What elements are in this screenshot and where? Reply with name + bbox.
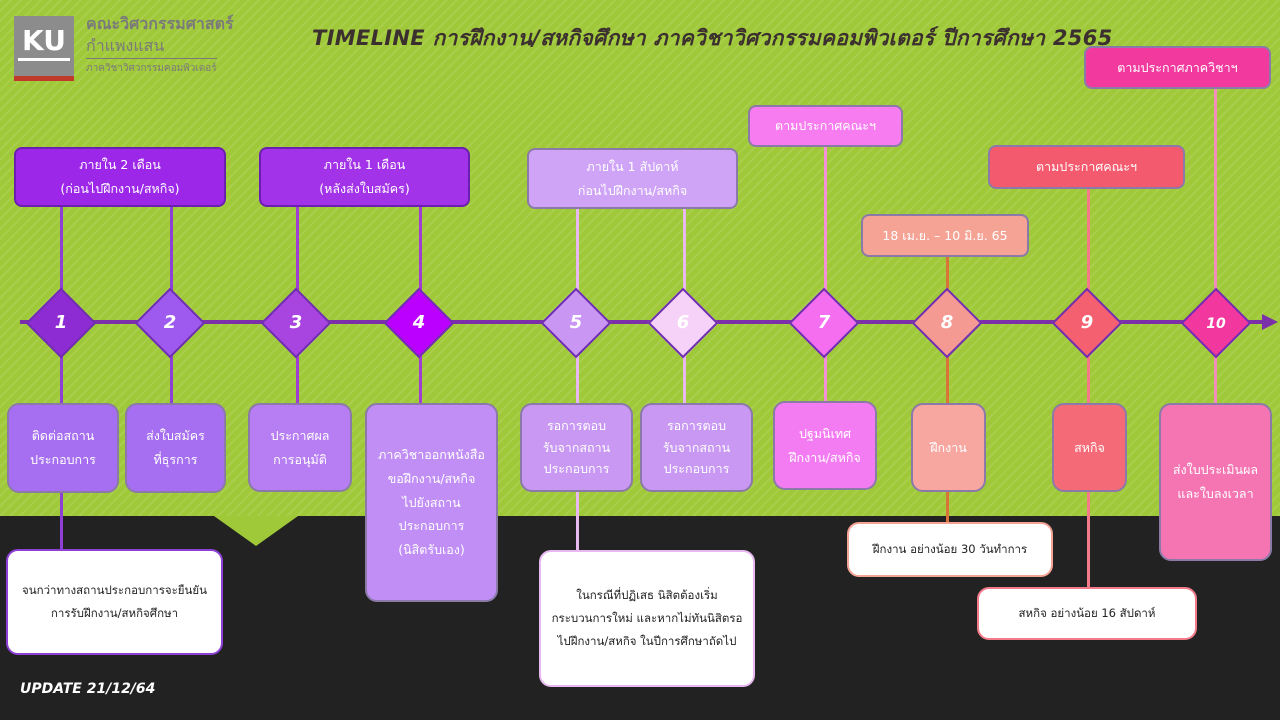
connector-line bbox=[576, 208, 579, 318]
step-7-number: 7 bbox=[817, 312, 831, 333]
step-2-box: ส่งใบสมัครที่ธุรการ bbox=[125, 403, 226, 493]
connector-line bbox=[419, 206, 422, 316]
background-notch bbox=[214, 516, 298, 546]
connector-line bbox=[946, 256, 949, 316]
connector-line bbox=[296, 340, 299, 404]
step-6-box: รอการตอบรับจากสถานประกอบการ bbox=[640, 403, 753, 492]
note-step-5: ในกรณีที่ปฏิเสธ นิสิตต้องเริ่มกระบวนการใ… bbox=[539, 550, 755, 687]
top-label-step-5-6: ภายใน 1 สัปดาห์ก่อนไปฝึกงาน/สหกิจ bbox=[527, 148, 738, 209]
step-10-box: ส่งใบประเมินผลและใบลงเวลา bbox=[1159, 403, 1272, 561]
top-label-step-9: ตามประกาศคณะฯ bbox=[988, 145, 1185, 189]
department-name: ภาควิชาวิศวกรรมคอมพิวเตอร์ bbox=[86, 58, 217, 76]
connector-line bbox=[1214, 340, 1217, 404]
step-6-number: 6 bbox=[676, 312, 690, 333]
faculty-name: คณะวิศวกรรมศาสตร์ bbox=[86, 14, 234, 33]
connector-line bbox=[824, 146, 827, 316]
step-1-box: ติดต่อสถานประกอบการ bbox=[7, 403, 119, 493]
note-step-9: สหกิจ อย่างน้อย 16 สัปดาห์ bbox=[977, 587, 1197, 640]
campus-name: กำแพงแสน bbox=[86, 36, 165, 55]
top-label-step-7: ตามประกาศคณะฯ bbox=[748, 105, 903, 147]
ku-logo: KU bbox=[14, 16, 74, 76]
connector-line bbox=[683, 208, 686, 318]
connector-line bbox=[60, 206, 63, 316]
step-3-number: 3 bbox=[289, 312, 303, 333]
step-7-box: ปฐมนิเทศฝึกงาน/สหกิจ bbox=[773, 401, 877, 490]
step-4-box: ภาควิชาออกหนังสือขอฝึกงาน/สหกิจ ไปยังสถา… bbox=[365, 403, 498, 602]
top-label-step-8: 18 เม.ย. – 10 มิ.ย. 65 bbox=[861, 214, 1029, 257]
step-4-number: 4 bbox=[412, 312, 426, 333]
top-label-step-10: ตามประกาศภาควิชาฯ bbox=[1084, 46, 1271, 89]
connector-line bbox=[1214, 88, 1217, 316]
logo-underline bbox=[18, 58, 70, 61]
step-9-number: 9 bbox=[1080, 312, 1094, 333]
note-step-1: จนกว่าทางสถานประกอบการจะยืนยันการรับฝึกง… bbox=[6, 549, 223, 655]
connector-line bbox=[1087, 188, 1090, 316]
connector-line bbox=[419, 340, 422, 404]
step-5-box: รอการตอบรับจากสถานประกอบการ bbox=[520, 403, 633, 492]
connector-line bbox=[296, 206, 299, 316]
top-label-step-1-2: ภายใน 2 เดือน(ก่อนไปฝึกงาน/สหกิจ) bbox=[14, 147, 226, 207]
step-3-box: ประกาศผลการอนุมัติ bbox=[248, 403, 352, 492]
step-10-number: 10 bbox=[1206, 316, 1226, 332]
connector-line bbox=[683, 340, 686, 404]
update-date: UPDATE 21/12/64 bbox=[20, 681, 156, 697]
top-label-step-3-4: ภายใน 1 เดือน(หลังส่งใบสมัคร) bbox=[259, 147, 470, 207]
connector-line bbox=[824, 340, 827, 404]
note-step-8: ฝึกงาน อย่างน้อย 30 วันทำการ bbox=[847, 522, 1053, 577]
step-1-number: 1 bbox=[54, 312, 68, 333]
connector-line bbox=[170, 206, 173, 316]
step-2-number: 2 bbox=[163, 312, 177, 333]
step-8-box: ฝึกงาน bbox=[911, 403, 986, 492]
page-title: TIMELINE การฝึกงาน/สหกิจศึกษา ภาควิชาวิศ… bbox=[312, 26, 1113, 50]
step-9-box: สหกิจ bbox=[1052, 403, 1127, 492]
connector-line bbox=[170, 340, 173, 404]
step-8-number: 8 bbox=[940, 312, 954, 333]
logo-red-bar bbox=[14, 76, 74, 81]
step-5-number: 5 bbox=[569, 312, 583, 333]
